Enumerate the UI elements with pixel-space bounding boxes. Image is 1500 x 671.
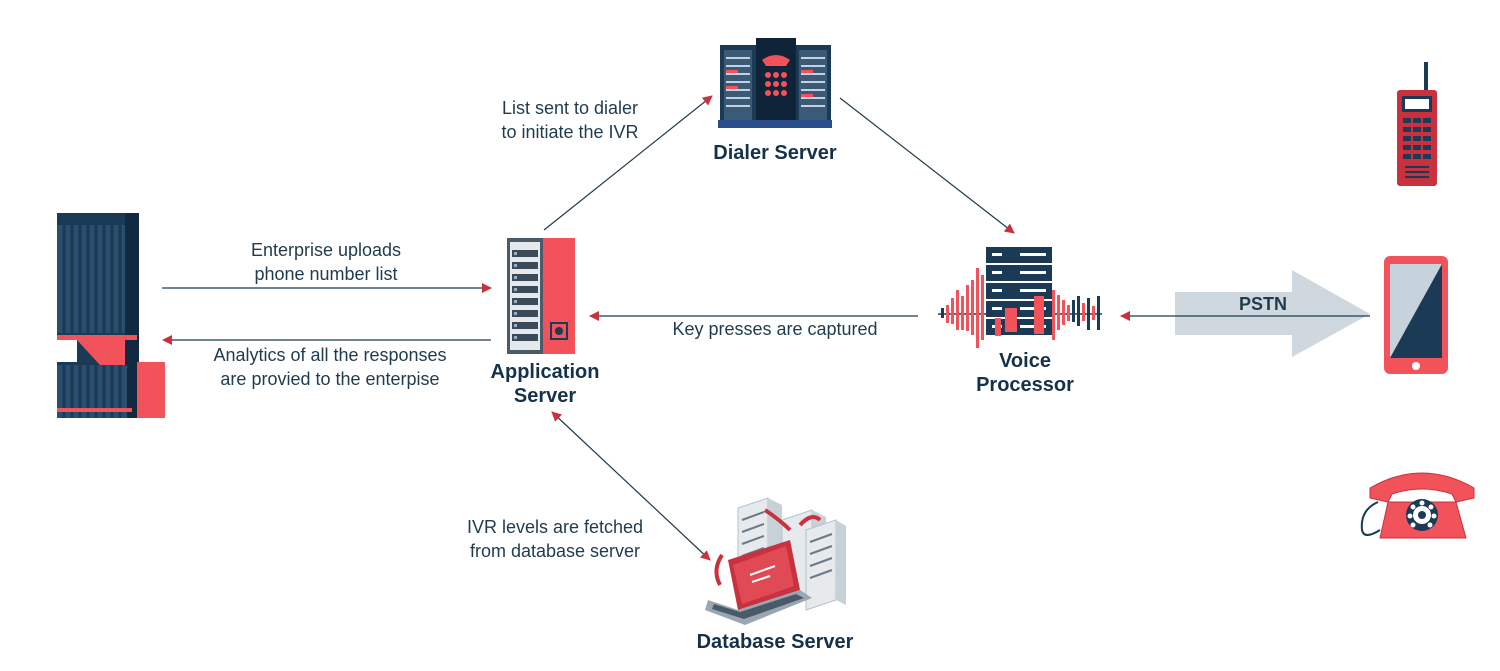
rotary-telephone-icon — [1360, 472, 1475, 539]
smartphone-icon — [1384, 256, 1448, 374]
office-building-icon — [57, 213, 165, 418]
voice-processor-waveform-icon — [938, 247, 1102, 348]
dialer-server-rack-icon — [718, 38, 832, 128]
arrow-dialer-to-voice — [839, 97, 1015, 234]
dialer-server-label: Dialer Server — [713, 142, 837, 164]
label-key-presses: Key presses are captured — [672, 319, 878, 339]
database-server-label: Database Server — [696, 631, 854, 653]
pstn-arrow — [1175, 270, 1370, 357]
application-server-rack-icon — [507, 238, 575, 354]
arrow-app-to-dialer — [543, 95, 713, 231]
connectors — [162, 95, 1370, 561]
pstn-label: PSTN — [1239, 294, 1288, 314]
feature-phone-icon — [1397, 62, 1437, 186]
arrow-app-db — [551, 411, 711, 561]
database-server-laptop-icon — [705, 497, 846, 625]
